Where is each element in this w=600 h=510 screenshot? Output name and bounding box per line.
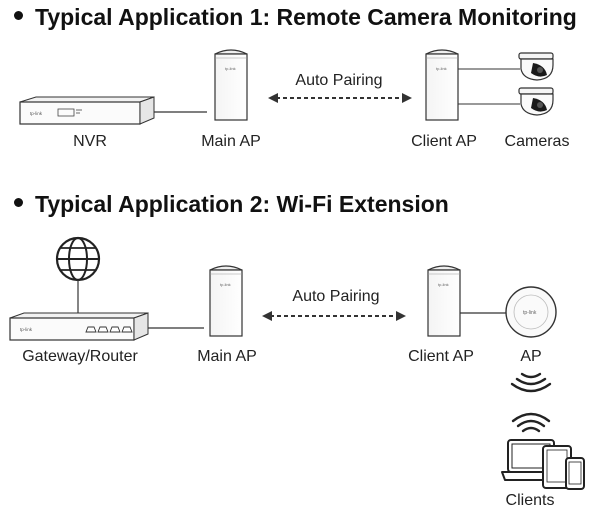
- outdoor-ap-icon: tp-link: [214, 49, 248, 121]
- ap-logo-text: tp-link: [438, 282, 449, 287]
- app2-title-text: Typical Application 2: Wi-Fi Extension: [35, 191, 449, 217]
- bullet-icon: [14, 198, 23, 208]
- dome-camera-icon: [518, 52, 554, 81]
- auto-pairing-label: Auto Pairing: [292, 288, 380, 305]
- clients-label: Clients: [505, 492, 555, 509]
- router-logo-text: tp-link: [20, 327, 33, 332]
- main-ap-label: Main AP: [197, 348, 257, 365]
- app2-title: Typical Application 2: Wi-Fi Extension: [14, 191, 449, 218]
- cameras-label: Cameras: [504, 133, 570, 150]
- outdoor-ap-icon: tp-link: [427, 265, 461, 337]
- nvr-logo-text: tp-link: [30, 111, 43, 116]
- ap-label: AP: [520, 348, 542, 365]
- outdoor-ap-icon: tp-link: [209, 265, 243, 337]
- main-ap-label: Main AP: [201, 133, 261, 150]
- bullet-icon: [14, 11, 23, 21]
- auto-pairing-arrow: [268, 93, 412, 103]
- auto-pairing-arrow: [262, 311, 406, 321]
- wifi-icon: [510, 372, 552, 393]
- auto-pairing-label: Auto Pairing: [295, 72, 383, 89]
- ceiling-ap-logo-text: tp-link: [523, 310, 537, 316]
- globe-icon: [55, 236, 101, 282]
- tablet-icon: [542, 445, 572, 489]
- client-ap-label: Client AP: [408, 348, 474, 365]
- nvr-icon: tp-link: [19, 96, 155, 125]
- app1-title-text: Typical Application 1: Remote Camera Mon…: [35, 4, 577, 30]
- client-ap-label: Client AP: [411, 133, 477, 150]
- nvr-label: NVR: [73, 133, 107, 150]
- outdoor-ap-icon: tp-link: [425, 49, 459, 121]
- router-icon: tp-link: [9, 312, 149, 341]
- ap-logo-text: tp-link: [436, 66, 447, 71]
- ap-logo-text: tp-link: [225, 66, 236, 71]
- gateway-router-label: Gateway/Router: [22, 348, 138, 365]
- dome-camera-icon: [518, 87, 554, 116]
- phone-icon: [565, 457, 585, 490]
- ap-logo-text: tp-link: [220, 282, 231, 287]
- ceiling-ap-icon: tp-link: [505, 286, 557, 338]
- wifi-icon: [511, 412, 551, 433]
- app1-title: Typical Application 1: Remote Camera Mon…: [14, 4, 577, 31]
